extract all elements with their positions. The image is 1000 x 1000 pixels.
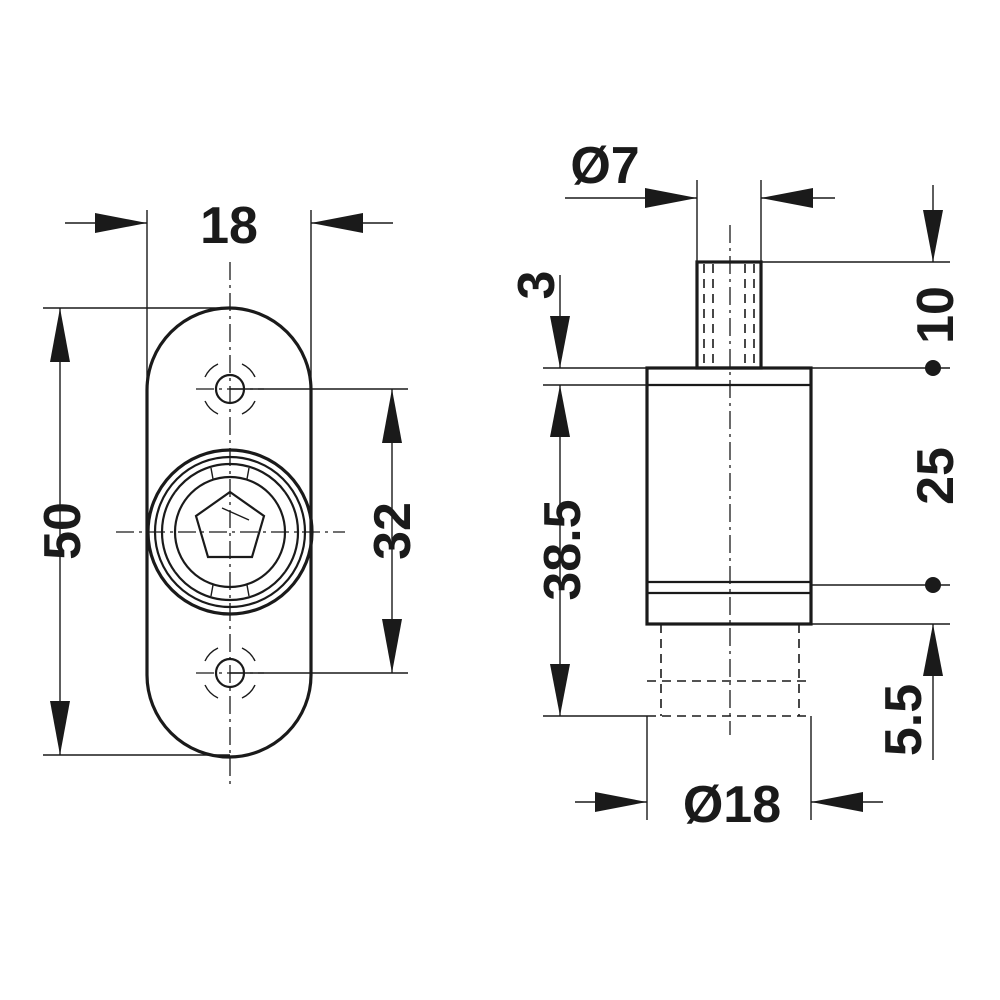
body-diameter-label: Ø18	[683, 776, 781, 834]
hidden-extension	[647, 624, 811, 717]
dim-width: 18	[65, 197, 393, 390]
bottom-offset-label: 5.5	[875, 684, 933, 756]
dim-point-spacing: 25	[811, 447, 965, 593]
dim-collar: 3	[508, 271, 647, 386]
dim-height: 50	[34, 307, 230, 756]
point-spacing-label: 25	[907, 447, 965, 505]
height-label: 50	[34, 502, 92, 560]
dim-pin-diameter: Ø7	[565, 137, 835, 262]
dim-body-height: 38.5	[534, 385, 647, 717]
dim-pin-length: 10	[761, 185, 965, 376]
dim-body-diameter: Ø18	[575, 716, 883, 834]
plate-outline	[145, 306, 313, 759]
hole-spacing-label: 32	[364, 502, 422, 560]
dim-hole-spacing: 32	[230, 388, 422, 674]
key-slot	[194, 490, 266, 559]
cylinder-body	[645, 366, 813, 626]
front-view: 18 50 32	[34, 197, 422, 785]
pin	[695, 260, 763, 370]
pin-diameter-label: Ø7	[570, 137, 639, 195]
side-view: Ø7 3 38.5 10	[508, 137, 965, 834]
width-label: 18	[200, 197, 258, 255]
lock-cylinder	[146, 448, 314, 616]
pin-length-label: 10	[907, 286, 965, 344]
body-height-label: 38.5	[534, 499, 592, 600]
dim-bottom-offset: 5.5	[811, 623, 950, 760]
collar-label: 3	[508, 271, 566, 300]
